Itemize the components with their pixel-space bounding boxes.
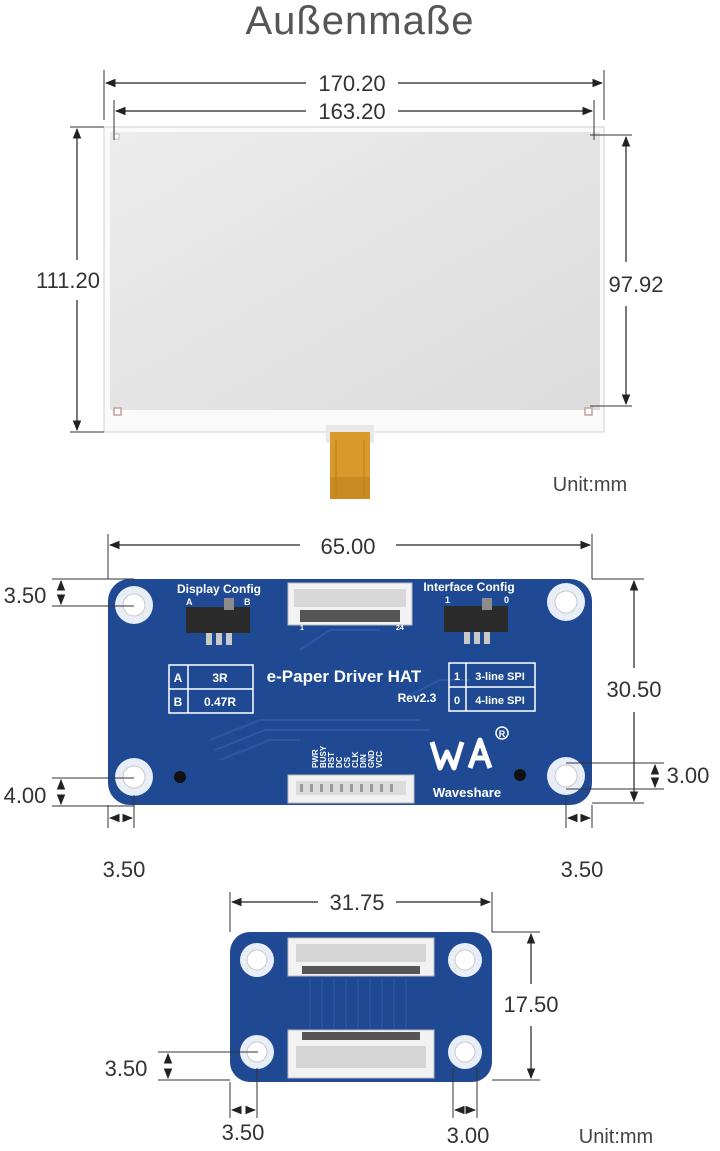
svg-text:30.50: 30.50	[606, 677, 661, 702]
dim-hat-height: 30.50	[592, 578, 662, 804]
svg-text:1: 1	[454, 671, 460, 683]
svg-text:111.20: 111.20	[36, 268, 100, 293]
svg-text:3-line SPI: 3-line SPI	[475, 671, 525, 683]
board-title: e-Paper Driver HAT	[267, 667, 422, 686]
svg-text:3.50: 3.50	[4, 583, 47, 608]
svg-text:R: R	[499, 729, 506, 739]
svg-text:3.50: 3.50	[561, 857, 604, 882]
epaper-display	[103, 126, 605, 499]
unit-label-top: Unit:mm	[553, 474, 627, 496]
display-config-label: Display Config	[177, 582, 261, 596]
svg-text:0.47R: 0.47R	[204, 695, 236, 709]
adapter-connector-bottom	[287, 1029, 435, 1079]
mount-hole	[115, 758, 153, 796]
dim-hat-hole-left: 3.50	[103, 795, 146, 882]
svg-text:17.50: 17.50	[503, 992, 558, 1017]
fpc-cable	[326, 425, 374, 499]
svg-text:DC: DC	[335, 756, 344, 768]
unit-label-bottom: Unit:mm	[579, 1126, 653, 1148]
svg-text:24: 24	[396, 625, 404, 632]
svg-text:3.00: 3.00	[667, 763, 710, 788]
fpc-connector-top: 1 24	[287, 582, 413, 632]
svg-text:DIN: DIN	[359, 754, 368, 768]
dim-display-height-active: 97.92	[590, 134, 664, 407]
dim-adapter-width: 31.75	[229, 890, 493, 932]
mount-hole	[547, 757, 585, 795]
dim-adapter-hole-y: 3.50	[105, 1051, 258, 1081]
dim-display-width-outer: 170.20	[103, 70, 605, 120]
dim-hat-width: 65.00	[107, 534, 593, 579]
svg-text:CLK: CLK	[351, 751, 360, 768]
svg-text:0: 0	[454, 695, 460, 707]
svg-text:3.00: 3.00	[447, 1123, 490, 1148]
svg-text:4.00: 4.00	[4, 783, 47, 808]
svg-text:3.50: 3.50	[103, 857, 146, 882]
mount-hole	[115, 586, 153, 624]
display-active-area	[110, 132, 600, 410]
svg-text:3.50: 3.50	[222, 1120, 265, 1145]
svg-text:3R: 3R	[212, 671, 228, 685]
mount-hole	[547, 583, 585, 621]
svg-text:BUSY: BUSY	[319, 745, 328, 768]
svg-text:A: A	[174, 671, 183, 685]
resistor-table	[168, 664, 254, 714]
svg-text:A: A	[186, 597, 193, 607]
dim-hat-hole-diameter: 3.00	[566, 762, 710, 790]
svg-text:RST: RST	[327, 752, 336, 768]
svg-text:163.20: 163.20	[318, 99, 385, 124]
dim-adapter-hole-x: 3.50	[222, 1068, 265, 1145]
svg-text:3.50: 3.50	[105, 1056, 148, 1081]
svg-text:97.92: 97.92	[608, 272, 663, 297]
page-title: Außenmaße	[245, 0, 475, 43]
dim-hat-hole-bottom: 4.00	[4, 777, 134, 808]
svg-text:B: B	[174, 695, 183, 709]
svg-text:1: 1	[445, 595, 450, 605]
dim-display-width-active: 163.20	[113, 99, 595, 140]
board-revision: Rev2.3	[398, 691, 437, 705]
svg-text:Waveshare: Waveshare	[433, 785, 501, 800]
interface-config-label: Interface Config	[423, 580, 514, 594]
spi-table	[448, 662, 536, 712]
dim-adapter-height: 17.50	[492, 931, 559, 1081]
svg-text:GND: GND	[367, 750, 376, 768]
svg-text:CS: CS	[343, 756, 352, 768]
svg-text:PWR: PWR	[311, 749, 320, 768]
svg-text:170.20: 170.20	[318, 71, 385, 96]
svg-text:B: B	[244, 597, 251, 607]
svg-text:0: 0	[504, 595, 509, 605]
driver-hat-board: 1 24 Display Config A B Interface Config…	[108, 579, 592, 805]
display-config-switch	[186, 598, 250, 645]
adapter-connector-top	[287, 937, 435, 977]
pin-header-connector	[287, 774, 415, 804]
svg-text:VCC: VCC	[375, 751, 384, 768]
dim-display-height-outer: 111.20	[36, 126, 104, 433]
dim-hat-hole-top: 3.50	[4, 578, 134, 608]
svg-text:1: 1	[300, 625, 304, 632]
svg-text:31.75: 31.75	[329, 890, 384, 915]
dim-hat-hole-right: 3.50	[561, 795, 604, 882]
dim-adapter-hole-diameter: 3.00	[447, 1068, 490, 1148]
svg-text:4-line SPI: 4-line SPI	[475, 695, 525, 707]
pin-labels: PWR BUSY RST DC CS CLK DIN GND VCC	[311, 745, 384, 768]
adapter-board	[230, 932, 492, 1082]
interface-config-switch	[444, 598, 508, 644]
svg-text:65.00: 65.00	[320, 534, 375, 559]
waveshare-logo: R Waveshare	[429, 726, 509, 800]
